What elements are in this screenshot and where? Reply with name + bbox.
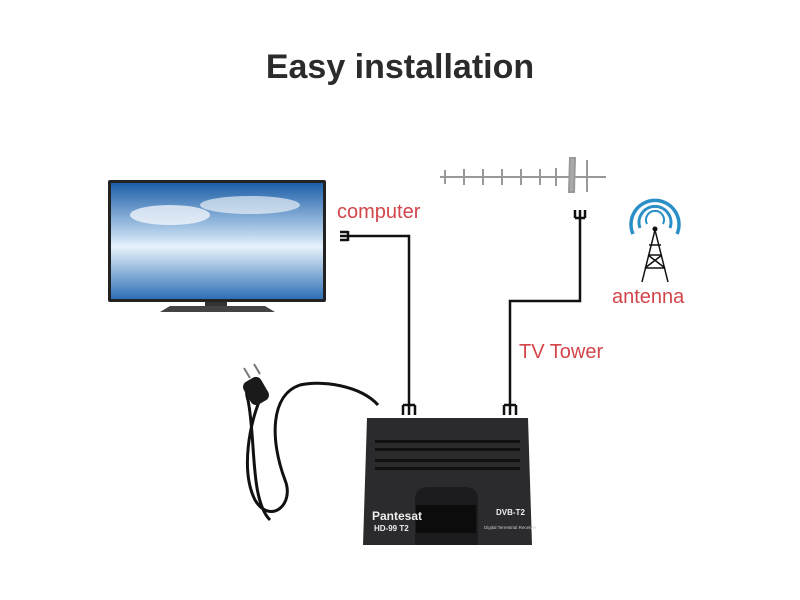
dvb-logo: DVB-T2 xyxy=(496,508,525,517)
antenna-cable xyxy=(508,210,587,405)
power-plug-icon xyxy=(243,363,269,406)
brand-label: Pantesat xyxy=(372,509,423,523)
set-top-box xyxy=(363,418,532,545)
yagi-antenna-icon xyxy=(440,157,606,193)
device-subtitle: Digital Terrestrial Receiver xyxy=(484,525,537,530)
computer-cable xyxy=(340,230,411,405)
tv-icon xyxy=(108,180,326,312)
computer-label: computer xyxy=(337,201,421,223)
page-title: Easy installation xyxy=(265,48,535,86)
box-connectors xyxy=(401,403,518,415)
model-label: HD-99 T2 xyxy=(374,524,409,533)
antenna-label: antenna xyxy=(612,286,685,308)
power-cable xyxy=(245,381,380,522)
tv-tower-label: TV Tower xyxy=(519,341,604,363)
broadcast-tower-icon xyxy=(629,198,681,283)
